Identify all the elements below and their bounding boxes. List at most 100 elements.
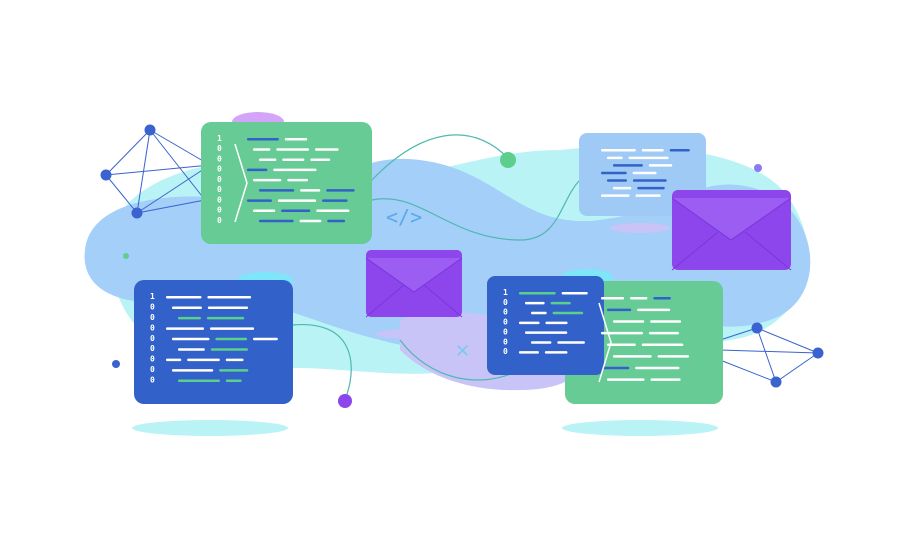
code-line	[641, 343, 684, 346]
dot	[754, 164, 762, 172]
code-line	[531, 341, 552, 344]
code-line	[166, 296, 202, 299]
shadow-left	[132, 420, 288, 436]
code-line	[326, 189, 355, 192]
code-line	[300, 189, 321, 192]
code-line	[561, 292, 588, 295]
code-line	[607, 343, 636, 346]
line-number: 0	[217, 206, 222, 215]
code-line	[635, 366, 680, 370]
code-line	[166, 327, 204, 330]
line-number: 0	[217, 216, 222, 225]
code-line	[316, 209, 350, 213]
code-line	[637, 186, 665, 190]
code-line	[327, 219, 346, 223]
code-line	[550, 301, 571, 305]
line-number: 0	[150, 376, 155, 385]
code-line	[607, 308, 632, 312]
connector-node-green	[500, 152, 516, 168]
code-line	[253, 148, 271, 151]
code-line	[259, 189, 295, 192]
code-line	[607, 156, 623, 160]
code-panel-blue-mid	[487, 276, 604, 375]
code-line	[207, 296, 252, 299]
code-line	[247, 199, 272, 202]
code-line	[613, 320, 645, 323]
code-line	[219, 369, 249, 372]
line-number: 0	[503, 327, 508, 336]
code-line	[525, 301, 545, 305]
shadow-env	[376, 329, 444, 339]
code-line	[601, 331, 643, 335]
code-line	[282, 158, 305, 161]
code-line	[613, 164, 643, 167]
code-line	[206, 316, 245, 320]
line-number: 0	[217, 154, 222, 163]
code-line	[519, 292, 556, 295]
code-line	[247, 138, 279, 141]
line-number: 0	[217, 175, 222, 184]
line-number: 1	[503, 288, 508, 297]
code-line	[545, 321, 568, 325]
code-line	[613, 186, 632, 190]
code-line	[601, 366, 630, 370]
code-line	[281, 209, 311, 213]
line-number: 0	[217, 165, 222, 174]
line-number: 0	[150, 365, 155, 374]
network-right	[719, 322, 824, 388]
code-line	[531, 311, 547, 315]
connector-line	[399, 339, 521, 381]
code-line	[276, 148, 310, 151]
line-number: 0	[503, 347, 508, 356]
dot	[123, 253, 129, 259]
line-number: 0	[217, 185, 222, 194]
code-line	[253, 178, 282, 182]
code-line	[284, 138, 308, 141]
line-number: 1	[217, 134, 222, 143]
code-line	[209, 327, 255, 330]
code-line	[544, 351, 568, 354]
code-line	[637, 308, 671, 312]
code-line	[253, 337, 278, 341]
line-number: 0	[150, 355, 155, 364]
code-symbol: </>	[386, 205, 422, 229]
chevron-icon	[598, 302, 612, 383]
line-number: 0	[217, 144, 222, 153]
chevron-icon	[234, 143, 248, 223]
code-line	[247, 168, 268, 172]
connector-line	[371, 179, 581, 241]
line-number: 0	[503, 337, 508, 346]
dot	[112, 360, 120, 368]
code-line	[225, 358, 244, 362]
line-number: 0	[503, 298, 508, 307]
code-panel-blue-left	[134, 280, 293, 404]
envelope-icon	[671, 190, 792, 271]
code-line	[628, 156, 669, 160]
code-line	[613, 355, 652, 358]
code-line	[525, 331, 568, 334]
line-number: 0	[150, 313, 155, 322]
code-line	[310, 158, 331, 161]
code-line	[519, 351, 539, 354]
line-number: 0	[150, 344, 155, 353]
line-number: 0	[150, 334, 155, 343]
code-line	[601, 194, 630, 197]
code-line	[172, 337, 210, 341]
network-left	[100, 124, 211, 219]
code-line	[601, 149, 636, 152]
line-number: 0	[503, 308, 508, 317]
connector-line	[292, 324, 352, 401]
code-line	[607, 378, 645, 381]
code-line	[225, 379, 242, 383]
line-number: 0	[150, 302, 155, 311]
code-line	[178, 379, 220, 383]
code-line	[669, 149, 690, 152]
code-line	[607, 179, 627, 182]
code-line	[259, 219, 294, 223]
line-number: 1	[150, 292, 155, 301]
code-line	[322, 199, 348, 202]
code-line	[178, 316, 201, 320]
sparkle-cross-icon: ✕	[455, 341, 470, 362]
code-line	[273, 168, 317, 172]
